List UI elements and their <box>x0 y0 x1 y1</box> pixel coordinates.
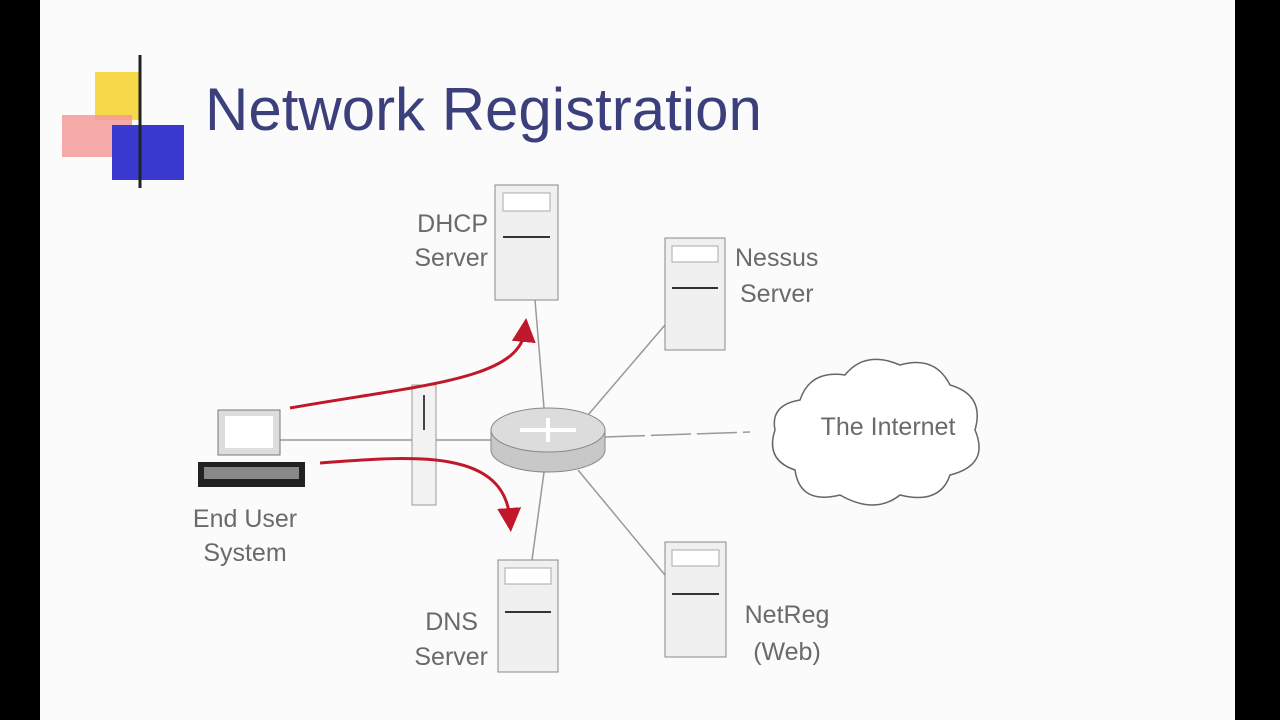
dns-label-2: Server <box>414 643 488 671</box>
page-title: Network Registration <box>205 76 762 143</box>
nessus-label-2: Server <box>740 280 814 308</box>
flow-arrow-dns <box>319 457 522 532</box>
internet-cloud-icon <box>771 358 980 506</box>
end-user-label: End User <box>193 505 297 533</box>
end-user-label-2: System <box>203 539 286 567</box>
netreg-server-icon <box>664 541 727 658</box>
nessus-label: Nessus <box>735 244 818 272</box>
dns-label: DNS <box>425 608 478 636</box>
firewall-icon <box>411 384 437 506</box>
netreg-label: NetReg <box>745 601 830 629</box>
dhcp-server-icon <box>494 184 559 301</box>
dhcp-label: DHCP <box>417 210 488 238</box>
slide <box>40 0 1235 720</box>
internet-label: The Internet <box>821 413 956 441</box>
flow-arrow-dhcp <box>289 318 536 410</box>
nessus-server-icon <box>664 237 726 351</box>
dns-server-icon <box>497 559 559 673</box>
logo-icon <box>62 55 184 188</box>
network-links <box>280 299 751 576</box>
dhcp-label-2: Server <box>414 244 488 272</box>
router-icon <box>490 407 606 473</box>
computer-icon <box>198 409 305 487</box>
netreg-label-2: (Web) <box>753 638 821 666</box>
